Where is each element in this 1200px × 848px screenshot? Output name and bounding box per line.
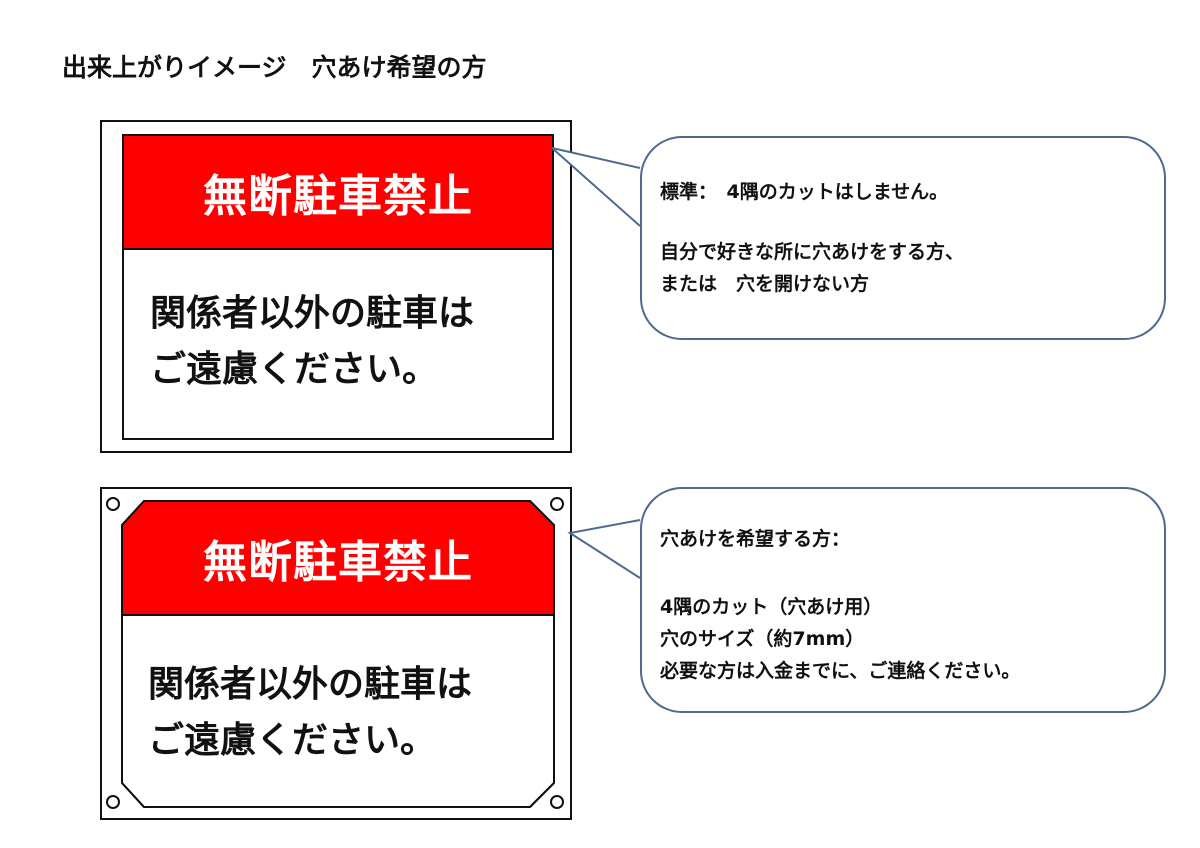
sign-with-holes-red-band: 無断駐車禁止: [122, 501, 554, 615]
corner-hole-top-left: [106, 497, 120, 511]
sign-standard-red-band: 無断駐車禁止: [124, 136, 552, 250]
callout-holes-line-1: 4隅のカット（穴あけ用）: [660, 596, 883, 618]
sign-with-holes-body: 関係者以外の駐車は ご遠慮ください。: [148, 657, 560, 769]
corner-hole-top-right: [550, 497, 564, 511]
sign-standard-panel: 無断駐車禁止 関係者以外の駐車は ご遠慮ください。: [122, 134, 554, 440]
callout-holes: 穴あけを希望する方： 4隅のカット（穴あけ用） 穴のサイズ（約7mm） 必要な方…: [640, 487, 1166, 713]
callout-standard-title: 標準： 4隅のカットはしません。: [660, 181, 949, 203]
sign-standard: 無断駐車禁止 関係者以外の駐車は ご遠慮ください。: [100, 120, 572, 453]
callout-holes-line-2: 穴のサイズ（約7mm）: [660, 628, 865, 650]
corner-hole-bottom-left: [106, 795, 120, 809]
sign-standard-heading: 無断駐車禁止: [203, 171, 473, 222]
sign-standard-body: 関係者以外の駐車は ご遠慮ください。: [150, 286, 542, 398]
sign-standard-body-line-1: 関係者以外の駐車は: [150, 293, 475, 334]
callout-standard-line-1: 自分で好きな所に穴あけをする方、: [660, 241, 965, 263]
callout-holes-line-3: 必要な方は入金までに、ご連絡ください。: [660, 660, 1021, 682]
sign-with-holes-body-line-2: ご遠慮ください。: [148, 720, 437, 761]
sign-with-holes-body-line-1: 関係者以外の駐車は: [148, 664, 473, 705]
sign-standard-body-line-2: ご遠慮ください。: [150, 349, 439, 390]
sign-with-holes-heading: 無断駐車禁止: [203, 537, 473, 588]
callout-holes-title: 穴あけを希望する方：: [660, 528, 851, 550]
corner-hole-bottom-right: [550, 795, 564, 809]
callout-standard-line-2: または 穴を開けない方: [660, 273, 870, 295]
page-title: 出来上がりイメージ 穴あけ希望の方: [62, 53, 487, 82]
callout-standard: 標準： 4隅のカットはしません。 自分で好きな所に穴あけをする方、 または 穴を…: [640, 136, 1166, 340]
sign-with-holes: 無断駐車禁止 関係者以外の駐車は ご遠慮ください。: [100, 487, 572, 820]
sign-with-holes-panel: [121, 500, 555, 808]
